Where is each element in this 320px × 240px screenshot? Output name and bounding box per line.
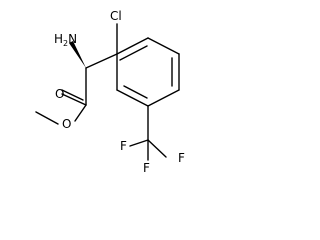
- ring-bond-5: [116, 89, 149, 107]
- bond-ester-o: [74, 104, 87, 122]
- amine-label: H2N: [54, 32, 78, 48]
- bond-alpha-ring: [85, 53, 118, 69]
- bond-carbonyl-double-2: [61, 89, 84, 101]
- ring-bond-1-inner: [119, 45, 148, 61]
- ring-bond-5-inner: [123, 85, 148, 99]
- ester-oxygen-label: O: [62, 117, 72, 131]
- amine-wedge-bond: [69, 41, 86, 68]
- fluorine-left-label: F: [120, 139, 127, 153]
- bond-cf-left: [129, 139, 149, 147]
- bond-carbonyl-double-1: [61, 93, 87, 106]
- molecule-structure: [35, 23, 180, 161]
- fluorine-bottom-label: F: [143, 161, 150, 175]
- fluorine-top-label: F: [178, 151, 185, 165]
- ring-bond-1: [116, 37, 149, 55]
- bond-methyl: [35, 111, 59, 125]
- chlorine-label: Cl: [110, 9, 122, 23]
- ring-bond-4: [147, 89, 180, 107]
- ring-bond-2: [147, 37, 180, 55]
- bond-cf-bottom: [147, 139, 167, 158]
- carbonyl-oxygen-label: O: [55, 87, 65, 101]
